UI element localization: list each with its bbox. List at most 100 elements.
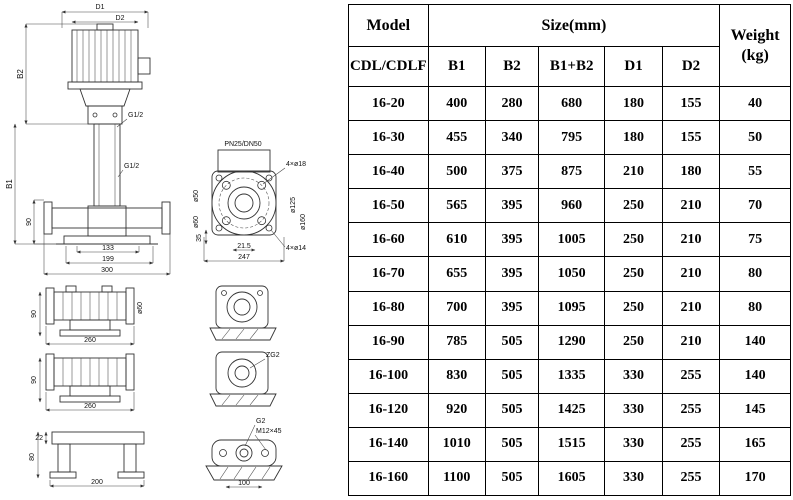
dim-label-d2: D2 bbox=[116, 15, 125, 22]
discharge-flange bbox=[161, 201, 171, 235]
weight-cell: 80 bbox=[719, 290, 791, 326]
b1-cell: 785 bbox=[427, 324, 487, 360]
dim-label-247: 247 bbox=[238, 254, 250, 261]
d1-cell: 250 bbox=[604, 256, 663, 292]
dim-label-100: 100 bbox=[238, 480, 250, 487]
flange-rating-label: PN25/DN50 bbox=[224, 141, 261, 148]
bolt-circle bbox=[218, 177, 270, 229]
model-cell: 16-20 bbox=[348, 86, 429, 122]
weight-cell: 40 bbox=[719, 86, 791, 122]
d1-cell: 250 bbox=[604, 188, 663, 224]
dia-label-160: ø160 bbox=[300, 214, 307, 230]
b1b2-cell: 1050 bbox=[538, 256, 606, 292]
port-housing-2 bbox=[215, 351, 269, 395]
dim-label-90-front: 90 bbox=[26, 218, 33, 226]
d2-cell: 155 bbox=[661, 120, 721, 156]
pump-column bbox=[93, 123, 121, 207]
b1b2-cell: 1095 bbox=[538, 290, 606, 326]
weight-cell: 140 bbox=[719, 358, 791, 394]
bolt-hole-callout-18: 4×ø18 bbox=[286, 161, 306, 168]
port-label-g12-upper: G1/2 bbox=[128, 112, 143, 119]
d2-cell: 210 bbox=[661, 290, 721, 326]
dim-label-260-side1: 260 bbox=[84, 337, 96, 344]
dim-label-133: 133 bbox=[102, 245, 114, 252]
bracket-side-view: 22 80 200 bbox=[29, 431, 145, 488]
header-weight-line1: Weight bbox=[730, 26, 780, 44]
d1-cell: 180 bbox=[604, 86, 663, 122]
d2-cell: 255 bbox=[661, 460, 721, 497]
b1b2-cell: 960 bbox=[538, 188, 606, 224]
dim-label-b1: B1 bbox=[5, 179, 14, 189]
header-col-b2: B2 bbox=[484, 46, 540, 88]
dia-label-50: ø50 bbox=[193, 190, 200, 202]
b1-cell: 400 bbox=[427, 86, 487, 122]
table-header-row: Model Size(mm) Weight (kg) bbox=[348, 3, 791, 88]
b1b2-cell: 1605 bbox=[538, 460, 606, 497]
table-row: 16-70 655 395 1050 250 210 80 bbox=[348, 256, 791, 292]
weight-cell: 75 bbox=[719, 222, 791, 258]
dim-label-90-side2: 90 bbox=[31, 376, 38, 384]
header-model-series: CDL/CDLF bbox=[348, 46, 429, 88]
table-row: 16-40 500 375 875 210 180 55 bbox=[348, 154, 791, 190]
b2-cell: 505 bbox=[484, 324, 540, 360]
table-row: 16-140 1010 505 1515 330 255 165 bbox=[348, 426, 791, 462]
weight-cell: 145 bbox=[719, 392, 791, 428]
pump-drawing-panel: D1 D2 G1/2 G1/2 bbox=[0, 0, 348, 500]
b1-cell: 700 bbox=[427, 290, 487, 326]
d1-cell: 330 bbox=[604, 426, 663, 462]
header-col-d1: D1 bbox=[604, 46, 663, 88]
table-row: 16-100 830 505 1335 330 255 140 bbox=[348, 358, 791, 394]
thread-label-zg2: ZG2 bbox=[266, 352, 280, 359]
model-cell: 16-140 bbox=[348, 426, 429, 462]
motor-stool bbox=[79, 88, 131, 107]
header-weight-line2: (kg) bbox=[741, 46, 769, 64]
b1-cell: 455 bbox=[427, 120, 487, 156]
spec-table-panel: Model Size(mm) Weight (kg) CDL/CDLF B1 B… bbox=[348, 0, 793, 500]
weight-cell: 70 bbox=[719, 188, 791, 224]
port-view-2: ZG2 bbox=[209, 351, 280, 407]
b1b2-cell: 1005 bbox=[538, 222, 606, 258]
b1-cell: 1010 bbox=[427, 426, 487, 462]
weight-cell: 140 bbox=[719, 324, 791, 360]
d1-cell: 330 bbox=[604, 392, 663, 428]
d1-cell: 330 bbox=[604, 358, 663, 394]
b1b2-cell: 795 bbox=[538, 120, 606, 156]
d2-cell: 255 bbox=[661, 358, 721, 394]
dia-label-125: ø125 bbox=[290, 197, 297, 213]
header-col-b1: B1 bbox=[427, 46, 487, 88]
motor-flange bbox=[67, 81, 143, 90]
model-cell: 16-50 bbox=[348, 188, 429, 224]
table-row: 16-50 565 395 960 250 210 70 bbox=[348, 188, 791, 224]
b2-cell: 395 bbox=[484, 290, 540, 326]
suction-flange bbox=[43, 201, 53, 235]
weight-cell: 50 bbox=[719, 120, 791, 156]
table-row: 16-160 1100 505 1605 330 255 170 bbox=[348, 460, 791, 497]
flange-top-view: PN25/DN50 4×ø18 ø125 ø160 ø50 ø60 35 21.… bbox=[193, 141, 307, 263]
dim-label-80: 80 bbox=[29, 453, 36, 461]
weight-cell: 80 bbox=[719, 256, 791, 292]
spec-table: Model Size(mm) Weight (kg) CDL/CDLF B1 B… bbox=[348, 3, 791, 497]
dim-label-260-side2: 260 bbox=[84, 403, 96, 410]
d2-cell: 210 bbox=[661, 222, 721, 258]
d1-cell: 250 bbox=[604, 290, 663, 326]
dim-label-21-5: 21.5 bbox=[237, 243, 251, 250]
b2-cell: 505 bbox=[484, 358, 540, 394]
bracket-top-plate bbox=[51, 431, 145, 445]
b2-cell: 340 bbox=[484, 120, 540, 156]
d2-cell: 210 bbox=[661, 188, 721, 224]
b2-cell: 395 bbox=[484, 222, 540, 258]
b2-cell: 505 bbox=[484, 426, 540, 462]
bolt-spec-label: M12×45 bbox=[256, 428, 282, 435]
d1-cell: 180 bbox=[604, 120, 663, 156]
b1b2-cell: 1335 bbox=[538, 358, 606, 394]
b2-cell: 505 bbox=[484, 392, 540, 428]
d2-cell: 255 bbox=[661, 426, 721, 462]
pump-side-view-2: 90 260 bbox=[31, 353, 135, 412]
b1-cell: 920 bbox=[427, 392, 487, 428]
table-row: 16-60 610 395 1005 250 210 75 bbox=[348, 222, 791, 258]
model-cell: 16-120 bbox=[348, 392, 429, 428]
model-cell: 16-40 bbox=[348, 154, 429, 190]
pump-head-top bbox=[217, 149, 271, 173]
motor-fins bbox=[76, 30, 132, 82]
model-cell: 16-160 bbox=[348, 460, 429, 497]
